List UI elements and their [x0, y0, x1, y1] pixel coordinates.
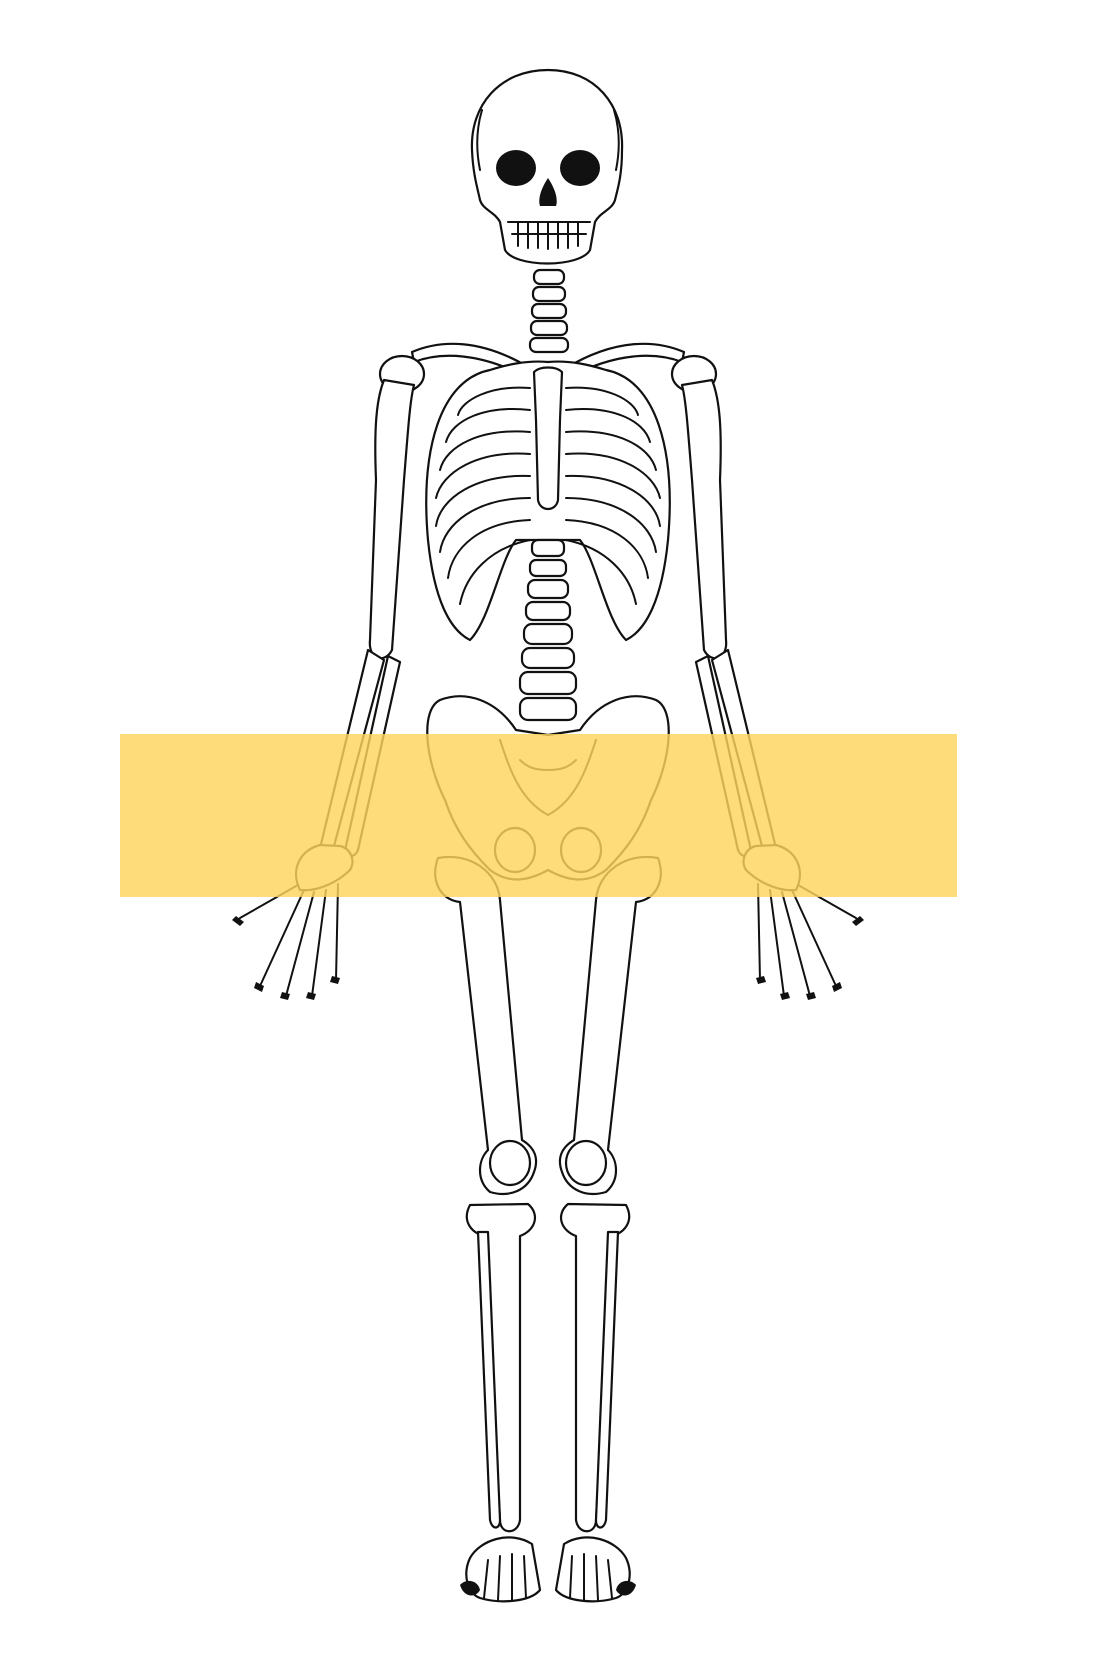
rib-cage	[425, 360, 671, 642]
cervical-spine	[528, 268, 570, 354]
highlight-band	[120, 734, 957, 897]
clavicles	[378, 342, 718, 394]
sternum	[532, 366, 564, 511]
left-eye-socket	[496, 150, 536, 186]
left-leg	[434, 855, 542, 1603]
right-arm	[680, 378, 864, 1000]
right-leg	[554, 855, 662, 1603]
right-eye-socket	[560, 150, 600, 186]
skull	[470, 68, 624, 265]
nasal-cavity	[539, 178, 557, 206]
left-arm	[232, 378, 416, 1000]
lumbar-spine	[518, 538, 578, 722]
